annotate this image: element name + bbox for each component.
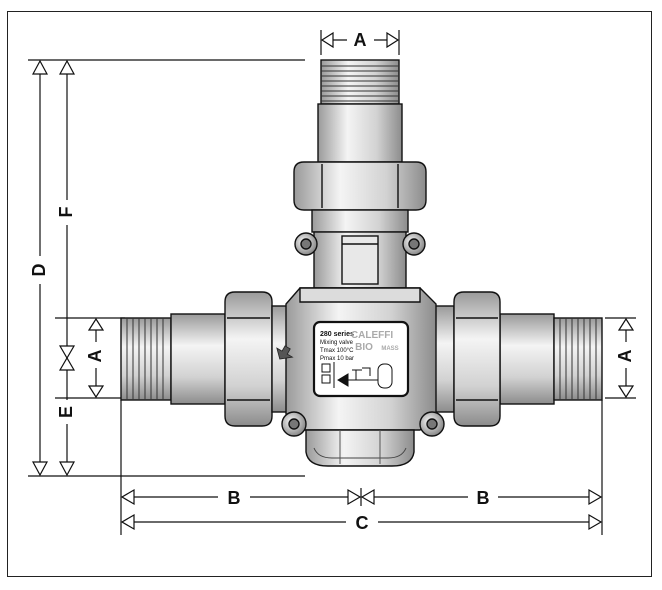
plate-schematic-icon (321, 362, 393, 389)
dim-b-right: B (477, 488, 490, 508)
dim-f: F (56, 207, 76, 218)
diagram-border (7, 11, 652, 577)
right-threaded-end (499, 313, 603, 405)
left-threaded-end (120, 313, 226, 405)
flow-direction-icon (276, 345, 294, 360)
dim-a-right: A (615, 350, 635, 363)
neck-block (313, 231, 407, 289)
dimension-labels: A D F E A A B B C (29, 30, 635, 533)
plate-pmax: Pmax 10 bar (320, 356, 354, 362)
right-union-nut (431, 291, 501, 427)
dim-e: E (56, 406, 76, 418)
top-union-nut (293, 161, 427, 233)
plate-name: Mixing valve (320, 340, 354, 346)
plate-bio: BIO (355, 342, 373, 353)
dim-c: C (356, 513, 369, 533)
nameplate: 280 series Mixing valve Tmax 100°C Pmax … (312, 320, 410, 398)
dim-d: D (29, 264, 49, 277)
dim-b-left: B (228, 488, 241, 508)
left-union-nut (224, 291, 295, 427)
plate-series: 280 series (320, 331, 354, 338)
valve-body (120, 59, 603, 467)
dim-a-left: A (85, 350, 105, 363)
plate-mass: MASS (381, 346, 398, 352)
top-bolts (294, 232, 426, 256)
top-threaded-end (317, 59, 403, 163)
plate-tmax: Tmax 100°C (320, 348, 354, 354)
dim-a-top: A (354, 30, 367, 50)
plate-brand: CALEFFI (351, 330, 393, 341)
dimension-arrows (31, 31, 635, 531)
bottom-bolts (281, 411, 445, 437)
